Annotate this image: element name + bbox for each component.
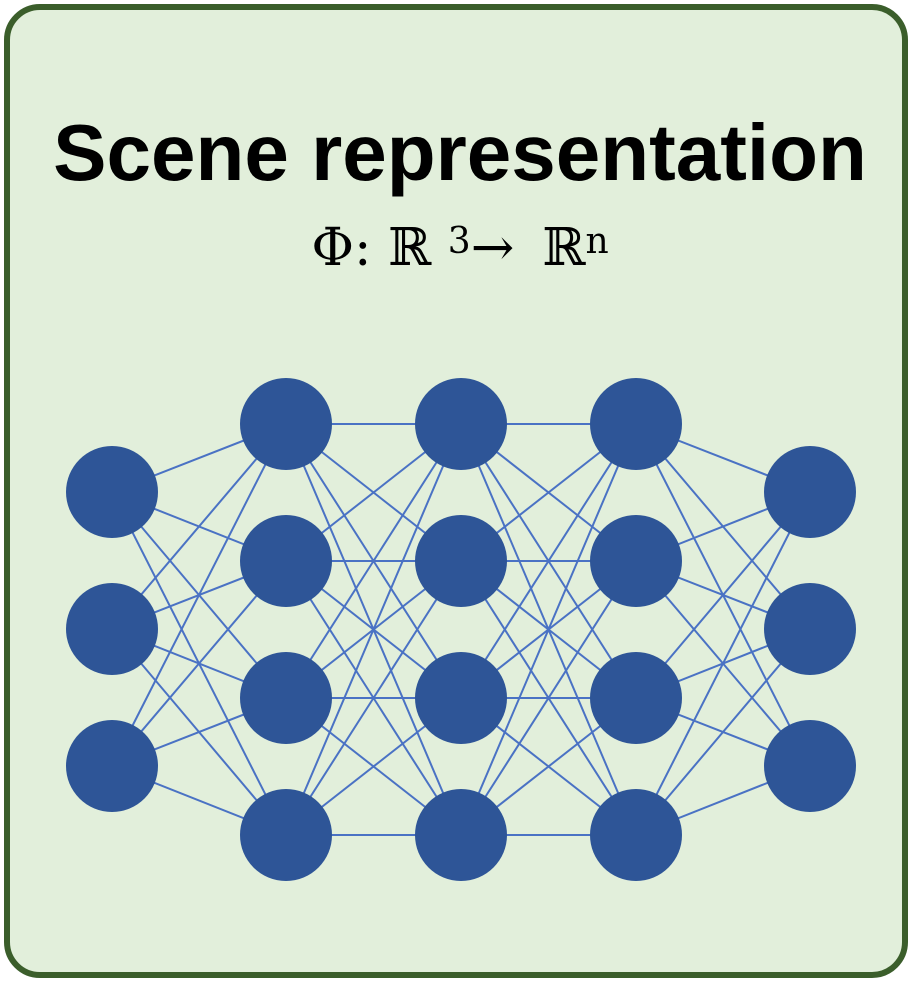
- phi-symbol: Φ: [311, 218, 354, 278]
- network-node: [240, 652, 332, 744]
- network-edge: [285, 560, 462, 836]
- network-edge: [635, 491, 811, 836]
- network-edge: [111, 423, 287, 767]
- network-node: [66, 446, 158, 538]
- mapping-formula: Φ: ℝ 3→ ℝn: [0, 208, 920, 288]
- network-node: [415, 378, 507, 470]
- network-node: [764, 583, 856, 675]
- network-edge: [460, 423, 637, 836]
- panel-title: Scene representation: [53, 108, 867, 197]
- network-node: [66, 583, 158, 675]
- network-node: [590, 515, 682, 607]
- network-node: [590, 378, 682, 470]
- network-node: [590, 652, 682, 744]
- network-node: [415, 652, 507, 744]
- codomain-exponent: n: [585, 221, 609, 262]
- network-node: [764, 720, 856, 812]
- network-edge: [460, 560, 637, 836]
- network-edge: [460, 423, 637, 699]
- network-edge: [285, 423, 462, 836]
- network-node: [764, 446, 856, 538]
- network-node: [415, 789, 507, 881]
- network-edges: [111, 423, 811, 836]
- network-node: [66, 720, 158, 812]
- network-node: [240, 515, 332, 607]
- arrow-symbol: →: [470, 218, 515, 278]
- network-node: [240, 789, 332, 881]
- network-nodes: [66, 378, 856, 881]
- formula-colon: :: [353, 218, 372, 278]
- domain-set: ℝ: [388, 218, 432, 278]
- network-node: [415, 515, 507, 607]
- codomain-set: ℝ: [542, 218, 586, 278]
- network-node: [590, 789, 682, 881]
- network-node: [240, 378, 332, 470]
- network-edge: [285, 423, 462, 699]
- domain-exponent: 3: [447, 221, 471, 262]
